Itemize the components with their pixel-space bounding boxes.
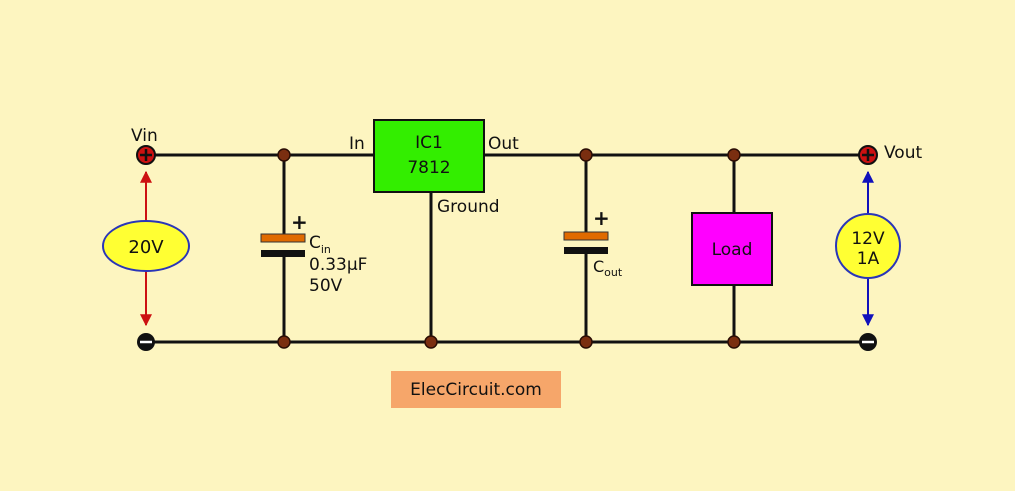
vin-voltage-value: 20V — [128, 237, 164, 258]
cout-label: Cout — [593, 257, 623, 279]
load-box — [691, 212, 773, 286]
watermark-text: ElecCircuit.com — [410, 380, 542, 400]
cin-rating: 50V — [309, 276, 343, 296]
vout-negative-terminal — [859, 333, 877, 351]
ic1-part: 7812 — [407, 158, 450, 178]
vin-voltage-meter — [102, 220, 190, 272]
junction-nodes — [277, 148, 741, 349]
load-label: Load — [712, 240, 753, 260]
cin-value: 0.33µF — [309, 255, 367, 275]
cin-plus-sign: + — [291, 210, 308, 234]
ic1-regulator — [373, 119, 485, 193]
cout-negative-plate — [564, 247, 608, 254]
vout-label: Vout — [884, 143, 922, 163]
wires — [146, 153, 868, 344]
node-cout-bottom — [579, 335, 593, 349]
node-cout-top — [579, 148, 593, 162]
node-cin-bottom — [277, 335, 291, 349]
node-cin-top — [277, 148, 291, 162]
vout-meter — [835, 213, 901, 279]
node-load-bottom — [727, 335, 741, 349]
vout-current-value: 1A — [857, 249, 880, 269]
cout-positive-plate — [563, 231, 609, 241]
watermark-badge — [391, 371, 561, 408]
cout-plus-sign: + — [593, 206, 610, 230]
vin-negative-terminal — [137, 333, 155, 351]
vin-positive-terminal — [136, 145, 156, 165]
vout-positive-terminal — [858, 145, 878, 165]
ic1-pin-ground: Ground — [437, 197, 500, 217]
cin-positive-plate — [260, 233, 306, 243]
cin-label: Cin — [309, 233, 331, 256]
vin-label: Vin — [131, 126, 158, 146]
ic1-pin-out: Out — [488, 134, 519, 154]
node-load-top — [727, 148, 741, 162]
vout-voltage-value: 12V — [851, 229, 885, 249]
ic1-pin-in: In — [349, 134, 365, 154]
cin-negative-plate — [261, 250, 305, 257]
ic1-name: IC1 — [415, 133, 443, 153]
node-ic-ground — [424, 335, 438, 349]
